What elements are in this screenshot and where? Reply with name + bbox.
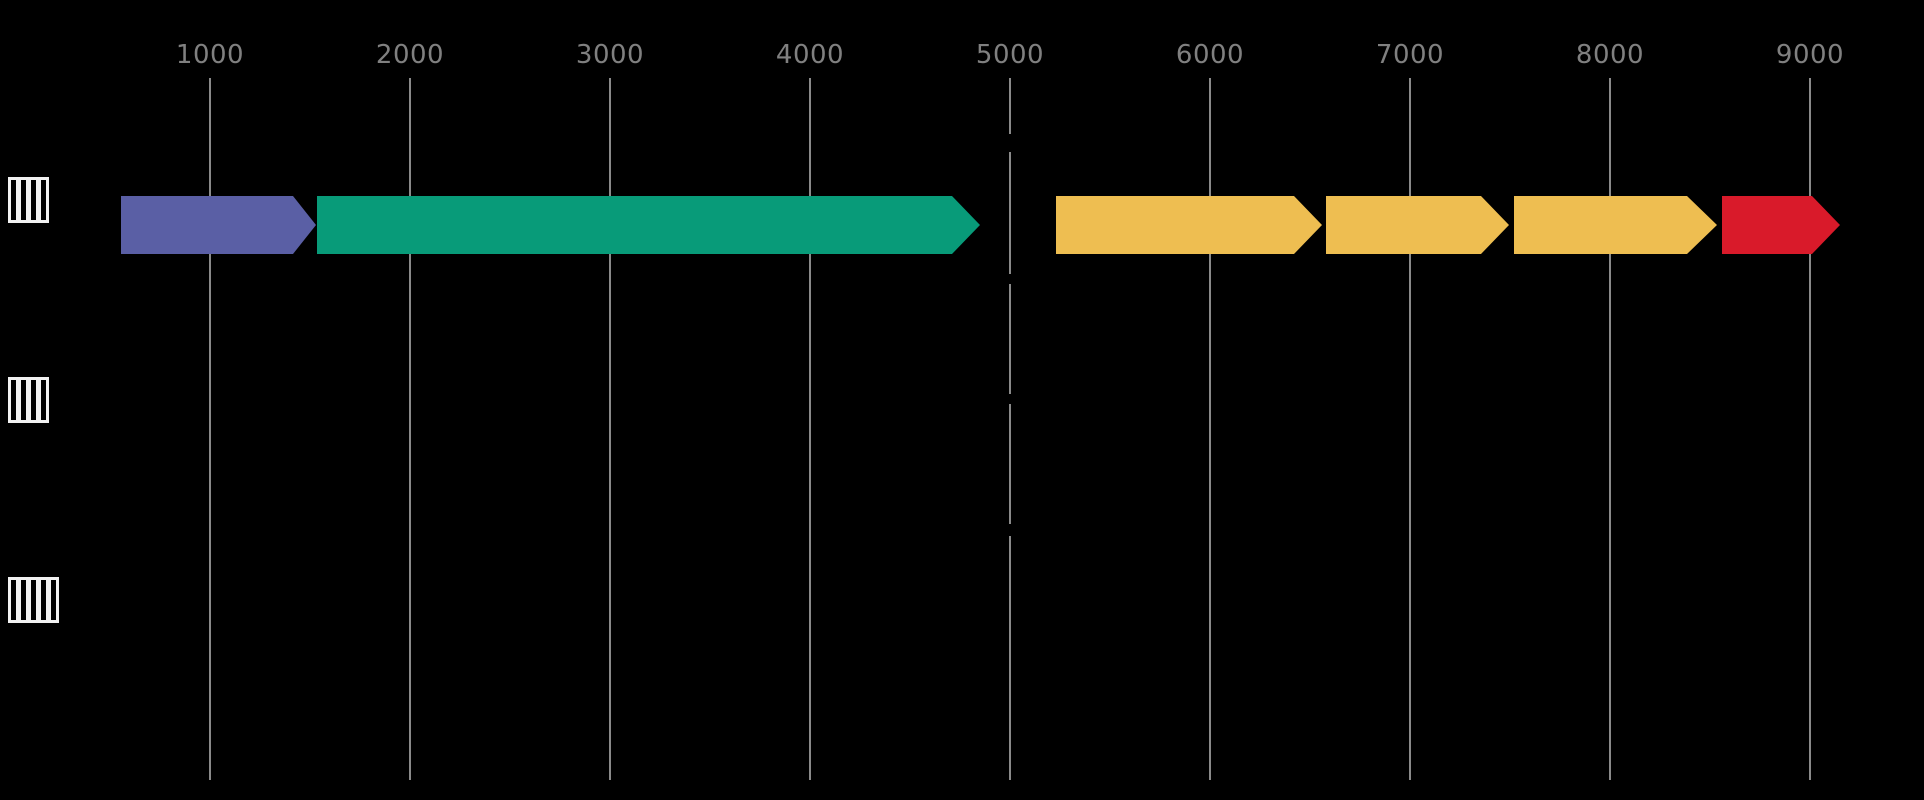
gene-arrow-gene-5[interactable]: gene-5 xyxy=(1514,196,1717,254)
missing-glyph-icon xyxy=(18,377,29,423)
missing-glyph-icon xyxy=(28,177,39,223)
axis-tick-label-6000: 6000 xyxy=(1175,40,1245,70)
axis-tick-label-2000: 2000 xyxy=(375,40,445,70)
missing-glyph-icon xyxy=(18,177,29,223)
missing-glyph-icon xyxy=(28,377,39,423)
gene-arrow-gene-4[interactable]: gene-4 xyxy=(1326,196,1509,254)
axis-tick-label-3000: 3000 xyxy=(575,40,645,70)
gene-arrow-gene-6[interactable]: gene-6 xyxy=(1722,196,1840,254)
track-label-3[interactable] xyxy=(8,577,59,623)
gridline-6000 xyxy=(1209,78,1211,780)
missing-glyph-icon xyxy=(8,377,19,423)
track-label-2[interactable] xyxy=(8,377,49,423)
track-label-1[interactable] xyxy=(8,177,49,223)
axis-tick-label-4000: 4000 xyxy=(775,40,845,70)
gridline-3000 xyxy=(609,78,611,780)
axis-tick-label-8000: 8000 xyxy=(1575,40,1645,70)
missing-glyph-icon xyxy=(8,577,19,623)
missing-glyph-icon xyxy=(38,377,49,423)
gridline-2000 xyxy=(409,78,411,780)
gene-arrow-gene-3[interactable]: gene-3 xyxy=(1056,196,1322,254)
gene-arrow-gene-2[interactable]: gene-2 xyxy=(317,196,980,254)
gridline-5000 xyxy=(1009,78,1011,780)
missing-glyph-icon xyxy=(48,577,59,623)
gene-arrow-gene-1[interactable]: gene-1 xyxy=(121,196,316,254)
missing-glyph-icon xyxy=(18,577,29,623)
axis-tick-label-7000: 7000 xyxy=(1375,40,1445,70)
missing-glyph-icon xyxy=(38,177,49,223)
axis-tick-label-5000: 5000 xyxy=(975,40,1045,70)
gridline-4000 xyxy=(809,78,811,780)
gridline-9000 xyxy=(1809,78,1811,780)
axis-tick-label-9000: 9000 xyxy=(1775,40,1845,70)
gridline-8000 xyxy=(1609,78,1611,780)
gridline-1000 xyxy=(209,78,211,780)
axis-tick-label-1000: 1000 xyxy=(175,40,245,70)
missing-glyph-icon xyxy=(38,577,49,623)
gridline-7000 xyxy=(1409,78,1411,780)
missing-glyph-icon xyxy=(8,177,19,223)
missing-glyph-icon xyxy=(28,577,39,623)
